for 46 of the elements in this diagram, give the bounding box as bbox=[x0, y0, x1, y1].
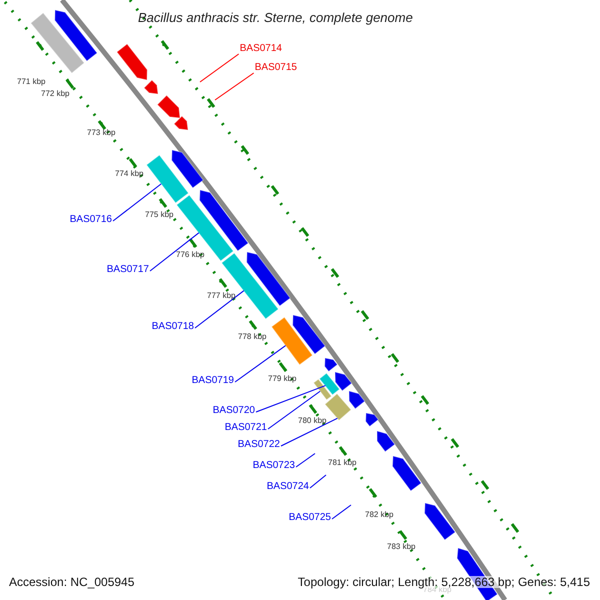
scale-label: 776 kbp bbox=[176, 251, 204, 259]
gene-label: BAS0720 bbox=[212, 406, 255, 416]
gene-label: BAS0717 bbox=[106, 265, 149, 275]
leader-line bbox=[296, 453, 316, 468]
accession-text: Accession: NC_005945 bbox=[9, 576, 134, 588]
gene-label: BAS0714 bbox=[240, 44, 282, 54]
leader-line bbox=[234, 345, 286, 382]
scale-label: 775 kbp bbox=[145, 211, 174, 219]
leader-line bbox=[280, 418, 338, 446]
leader-line bbox=[200, 54, 240, 82]
scale-label: 780 kbp bbox=[298, 417, 326, 425]
gene-label: BAS0718 bbox=[152, 322, 194, 332]
scale-label: 773 kbp bbox=[87, 129, 116, 137]
leader-line bbox=[256, 385, 326, 412]
gene-label: BAS0723 bbox=[252, 461, 295, 471]
scale-label: 782 kbp bbox=[365, 511, 394, 519]
scale-label: 778 kbp bbox=[238, 333, 266, 341]
gene-bar bbox=[176, 194, 234, 262]
gene-label: BAS0715 bbox=[254, 63, 297, 73]
genome-info-text: Topology: circular; Length: 5,228,663 bp; Genes: 5,415 bbox=[298, 576, 590, 588]
gene-label: BAS0725 bbox=[288, 513, 331, 523]
leader-line bbox=[214, 72, 254, 100]
scale-label: 783 kbp bbox=[387, 543, 416, 551]
gene-label: BAS0721 bbox=[224, 423, 267, 433]
gene-bar bbox=[270, 316, 314, 366]
gene-bar bbox=[318, 372, 340, 396]
scale-label: 784 kbp bbox=[423, 586, 452, 594]
leader-line bbox=[112, 183, 162, 222]
gene-bar bbox=[312, 378, 332, 400]
gene-label: BAS0719 bbox=[192, 376, 234, 386]
scale-label: 771 kbp bbox=[17, 78, 46, 86]
gene-label: BAS0722 bbox=[238, 440, 280, 450]
leader-line bbox=[268, 390, 321, 430]
gene-bar bbox=[221, 252, 279, 320]
gene-bar bbox=[146, 154, 190, 204]
leader-line bbox=[150, 232, 200, 272]
scale-label: 777 kbp bbox=[207, 292, 236, 300]
scale-label: 781 kbp bbox=[328, 459, 356, 467]
leader-line bbox=[194, 290, 244, 328]
scale-label: 772 kbp bbox=[41, 90, 70, 98]
gene-label: BAS0716 bbox=[70, 215, 112, 225]
title: Bacillus anthracis str. Sterne, complete genome bbox=[138, 11, 413, 24]
scale-label: 779 kbp bbox=[268, 375, 296, 383]
leader-line bbox=[310, 474, 326, 488]
leader-line bbox=[332, 504, 352, 520]
gene-label: BAS0724 bbox=[266, 482, 309, 492]
